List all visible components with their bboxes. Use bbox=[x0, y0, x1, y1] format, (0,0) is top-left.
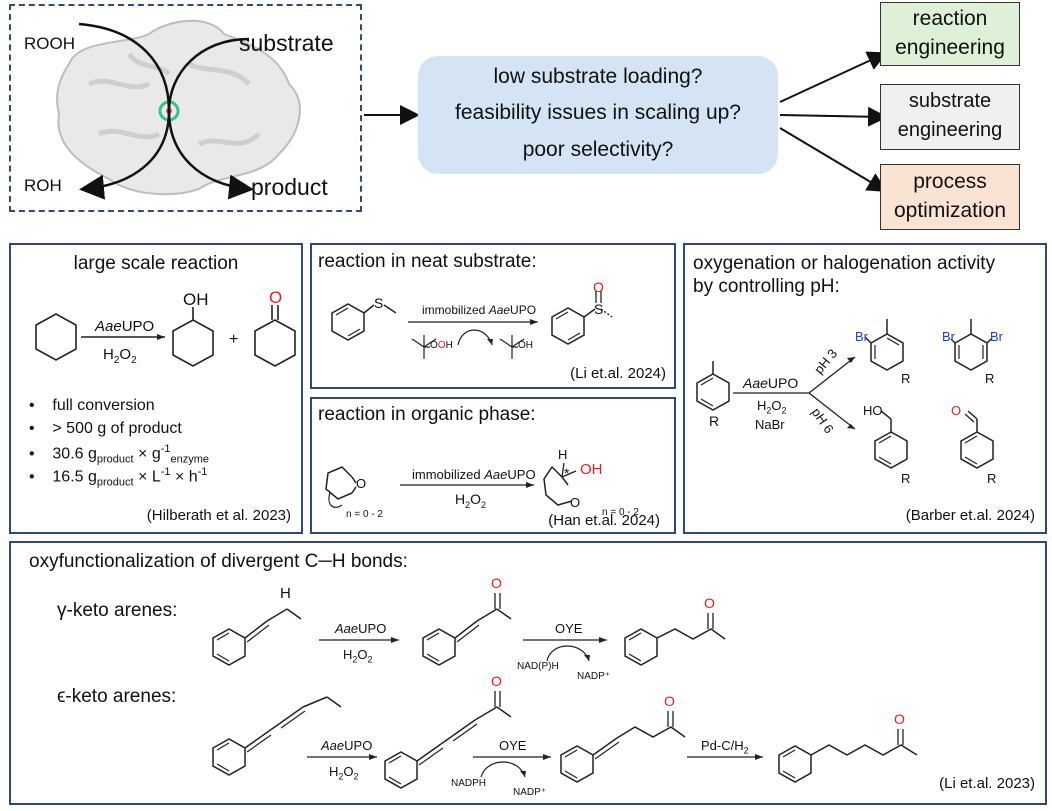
cyclohexanone-o: O bbox=[269, 288, 283, 307]
organic-n-left: n = 0 - 2 bbox=[346, 509, 383, 520]
organic-product-oh: OH bbox=[580, 461, 603, 478]
sulfoxide-o: O bbox=[593, 279, 604, 295]
ph-enzyme: AaeUPO bbox=[743, 375, 799, 391]
ph-r-1: R bbox=[901, 371, 911, 386]
organic-star: * bbox=[564, 465, 570, 481]
gamma-product-o: O bbox=[704, 595, 715, 611]
neat-peroxide: OOH bbox=[430, 340, 453, 351]
neat-ref: (Li et.al. 2024) bbox=[570, 365, 666, 382]
epsilon-oxidant: H2O2 bbox=[329, 764, 359, 782]
ph-r-4: R bbox=[987, 471, 997, 486]
ch-ref: (Li et.al. 2023) bbox=[939, 775, 1035, 792]
enzyme-panel: ROOH substrate ROH product bbox=[9, 4, 362, 212]
bullet-1: • full conversion bbox=[29, 397, 155, 414]
question-2: feasibility issues in scaling up? bbox=[455, 101, 741, 124]
questions-box: low substrate loading? feasibility issue… bbox=[418, 56, 778, 174]
epsilon-nadp: NADP⁺ bbox=[513, 787, 547, 798]
bullet-3: • 30.6 gproduct × g-1enzyme bbox=[29, 443, 210, 466]
gamma-nadph: NAD(P)H bbox=[517, 661, 559, 672]
ph-r-3: R bbox=[901, 471, 911, 486]
label-substrate: substrate bbox=[239, 30, 334, 56]
epsilon-label: ϵ-keto arenes: bbox=[57, 686, 177, 707]
arrow-to-questions bbox=[364, 105, 420, 125]
large-scale-enzyme: AaeUPO bbox=[95, 318, 155, 335]
ph-ref: (Barber et.al. 2024) bbox=[905, 507, 1035, 524]
ph-selectivity-scheme bbox=[696, 319, 994, 469]
ph-toluene-r: R bbox=[709, 413, 720, 429]
arrows-to-strategies bbox=[779, 51, 888, 193]
ch-reaction-schemes bbox=[212, 593, 918, 789]
ether-oxidation-scheme bbox=[325, 462, 577, 508]
large-scale-plus: + bbox=[229, 331, 239, 348]
sulfoxidation-scheme bbox=[331, 291, 613, 359]
ph-br-3: Br bbox=[990, 329, 1003, 344]
epsilon-ketone-o: O bbox=[491, 673, 502, 689]
epsilon-mid-o: O bbox=[664, 693, 675, 709]
ph-aldehyde-o: O bbox=[951, 403, 962, 418]
organic-product-h: H bbox=[558, 447, 568, 462]
organic-ref: (Han et.al. 2024) bbox=[548, 512, 660, 529]
sulfoxide-s: S bbox=[594, 301, 604, 317]
large-scale-oxidant: H2O2 bbox=[103, 346, 137, 366]
label-roh: ROH bbox=[24, 176, 62, 195]
strategy-reaction-engineering: reaction engineering bbox=[880, 2, 1020, 66]
gamma-nadp: NADP⁺ bbox=[577, 671, 611, 682]
strategy-3-line1: process bbox=[913, 170, 987, 193]
strategy-substrate-engineering: substrate engineering bbox=[880, 84, 1020, 150]
epsilon-oye: OYE bbox=[499, 738, 527, 753]
bullet-2: • > 500 g of product bbox=[29, 420, 182, 437]
thioanisole-s: S bbox=[374, 295, 384, 311]
neat-alcohol: OH bbox=[518, 340, 533, 351]
gamma-oye: OYE bbox=[555, 621, 583, 636]
ph-r-2: R bbox=[985, 371, 995, 386]
gamma-label: γ-keto arenes: bbox=[57, 600, 178, 621]
large-scale-title: large scale reaction bbox=[73, 253, 239, 274]
ch-oxyfunctionalization-panel: oxyfunctionalization of divergent C─H bo… bbox=[9, 541, 1047, 805]
ph-ho: HO bbox=[863, 403, 883, 418]
large-scale-panel: large scale reaction OH O + AaeUPO H2O2 … bbox=[9, 243, 303, 534]
question-1: low substrate loading? bbox=[493, 65, 703, 88]
organic-reagent: immobilized AaeUPO bbox=[412, 467, 536, 482]
organic-n-right: n = 0 - 2 bbox=[602, 507, 639, 518]
neat-reagent: immobilized AaeUPO bbox=[422, 303, 537, 317]
organic-oxidant: H2O2 bbox=[455, 491, 487, 510]
cyclohexanol-oh: OH bbox=[183, 290, 209, 309]
strategy-1-line1: reaction bbox=[912, 7, 988, 30]
strategy-1-line2: engineering bbox=[895, 36, 1005, 59]
ph-salt: NaBr bbox=[755, 417, 785, 432]
strategy-process-optimization: process optimization bbox=[880, 164, 1020, 230]
epsilon-product-o: O bbox=[894, 711, 905, 727]
label-rooh: ROOH bbox=[24, 34, 75, 53]
strategy-2-line2: engineering bbox=[897, 119, 1003, 141]
strategy-2-line1: substrate bbox=[908, 90, 992, 112]
gamma-oxidant: H2O2 bbox=[343, 647, 373, 665]
epsilon-nadph: NADPH bbox=[451, 778, 487, 789]
bullet-4: • 16.5 gproduct × L-1 × h-1 bbox=[29, 466, 208, 489]
label-product: product bbox=[251, 174, 328, 200]
ph-br-1: Br bbox=[855, 329, 868, 344]
organic-product-o: O bbox=[570, 495, 581, 510]
enzyme-illustration bbox=[56, 19, 301, 200]
ph-br-2: Br bbox=[942, 329, 955, 344]
ph-oxidant: H2O2 bbox=[757, 398, 787, 416]
ph-control-panel: oxygenation or halogenation activity by … bbox=[683, 243, 1047, 534]
organic-title: reaction in organic phase: bbox=[318, 404, 536, 425]
epsilon-enzyme: AaeUPO bbox=[321, 738, 373, 753]
cyclohexane-reaction-scheme bbox=[35, 305, 296, 367]
strategy-3-line2: optimization bbox=[893, 199, 1007, 222]
epsilon-pdc: Pd-C/H2 bbox=[701, 738, 749, 756]
large-scale-ref: (Hilberath et al. 2023) bbox=[146, 507, 291, 524]
ph-title-line2: by controlling pH: bbox=[693, 276, 840, 297]
organic-phase-panel: reaction in organic phase: O n = 0 - 2 i… bbox=[310, 397, 676, 534]
organic-ring-o: O bbox=[356, 476, 367, 491]
question-3: poor selectivity? bbox=[522, 138, 674, 161]
neat-substrate-panel: reaction in neat substrate: S S O im bbox=[310, 243, 676, 389]
gamma-enzyme: AaeUPO bbox=[335, 621, 387, 636]
neat-title: reaction in neat substrate: bbox=[318, 251, 537, 272]
ph-title-line1: oxygenation or halogenation activity bbox=[693, 253, 996, 274]
gamma-h: H bbox=[280, 585, 291, 602]
ch-title: oxyfunctionalization of divergent C─H bo… bbox=[29, 551, 408, 572]
gamma-ketone-o: O bbox=[491, 575, 502, 591]
